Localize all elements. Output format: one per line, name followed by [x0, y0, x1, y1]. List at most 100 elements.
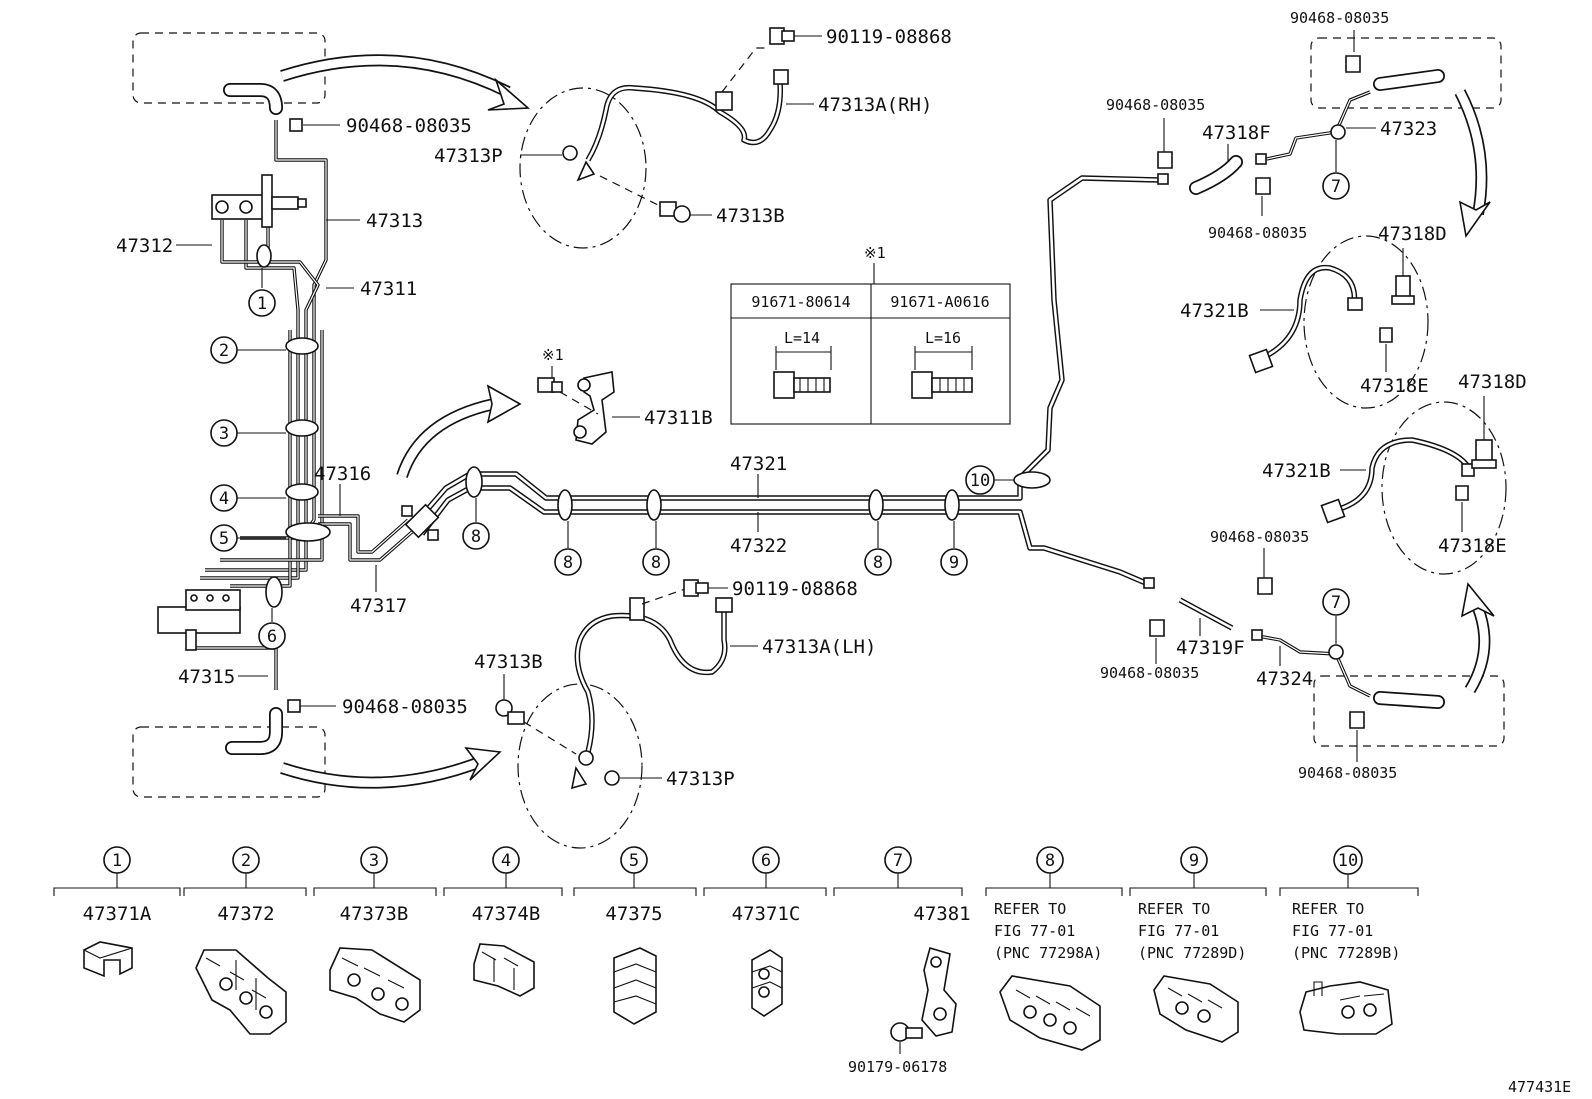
clip-position-8c [646, 489, 662, 521]
fitting-47318D-upper [1391, 275, 1415, 305]
legend-2: 2 47372 [183, 846, 307, 1035]
bolt-47313B-top [659, 201, 691, 223]
legend-part-47381: 47381 [913, 903, 970, 925]
bolt-drawing-l16 [911, 371, 973, 399]
svg-text:5: 5 [219, 529, 229, 549]
detail-box-rear-left [1313, 675, 1505, 747]
mark-8-b: 8 [554, 548, 582, 576]
mark-6: 6 [258, 622, 286, 650]
callout-47318D-lower: 47318D [1458, 371, 1527, 393]
union-joint [401, 503, 440, 541]
callout-47318E-lower: 47318E [1438, 535, 1507, 557]
clip-position-10 [1013, 471, 1051, 489]
bolt-90119-top [769, 27, 795, 45]
legend-part-47371A: 47371A [83, 903, 152, 925]
mark-2: 2 [210, 336, 238, 364]
svg-text:10: 10 [1338, 851, 1358, 871]
callout-47313A-lh: 47313A(LH) [762, 636, 876, 658]
fitting-rh-upper [715, 69, 789, 111]
bracket-47311B [573, 371, 615, 445]
clip-position-8b [557, 489, 573, 521]
mark-7-upper: 7 [1322, 172, 1350, 200]
svg-text:10: 10 [970, 471, 990, 491]
svg-text:4: 4 [501, 851, 511, 871]
callout-47316: 47316 [314, 463, 371, 485]
svg-text:2: 2 [241, 851, 251, 871]
callout-47321B-lower: 47321B [1262, 460, 1331, 482]
svg-text:7: 7 [1331, 593, 1341, 613]
legend-9-line1: REFER TO [1138, 900, 1210, 918]
legend-8-line2: FIG 77-01 [994, 922, 1075, 940]
svg-text:9: 9 [949, 553, 959, 573]
svg-text:7: 7 [893, 851, 903, 871]
callout-47317: 47317 [350, 595, 407, 617]
legend-8: 8 REFER TO FIG 77-01 (PNC 77298A) [985, 846, 1123, 1051]
svg-text:1: 1 [257, 294, 267, 314]
callout-47315: 47315 [178, 666, 235, 688]
bolt-ref1 [537, 377, 563, 393]
clip-90468-top-right [1345, 55, 1361, 73]
callout-90468-below-47318F: 90468-08035 [1208, 224, 1307, 242]
table-part-91671-A0616: 91671-A0616 [890, 293, 989, 311]
callout-47313A-rh: 47313A(RH) [818, 94, 932, 116]
tube-47322 [419, 485, 1150, 587]
clip-47318E-upper [1379, 327, 1393, 343]
legend-1: 1 47371A [53, 846, 181, 978]
figure-id: 477431E [1508, 1078, 1571, 1096]
hose-47313A-lh [574, 610, 728, 753]
legend-part-47375: 47375 [605, 903, 662, 925]
callout-47321B-upper: 47321B [1180, 300, 1249, 322]
callout-ref1-table: ※1 [864, 244, 886, 262]
legend-3: 3 47373B [313, 846, 437, 1023]
tube-47324 [1257, 634, 1371, 698]
mark-5: 5 [210, 524, 238, 552]
callout-90179-06178: 90179-06178 [848, 1058, 947, 1076]
clip-90468-mid-right [1157, 151, 1173, 169]
mark-9: 9 [940, 548, 968, 576]
legend-6: 6 47371C [703, 846, 827, 1017]
bolt-90179-06178 [890, 1022, 923, 1042]
callout-47313P-top: 47313P [434, 145, 503, 167]
arrow-to-bracket [396, 398, 496, 478]
svg-text:4: 4 [219, 489, 229, 509]
callout-47321: 47321 [730, 453, 787, 475]
rear-upper-hose-detail [1303, 235, 1429, 409]
clip-90468-bottom-right [1349, 711, 1365, 729]
clip-47313P-top [562, 145, 596, 182]
rh-hose-detail-outline [519, 87, 647, 249]
callout-47313B-top: 47313B [716, 205, 785, 227]
callout-90119-08868-bottom: 90119-08868 [732, 578, 858, 600]
detail-box-rear-right [1310, 37, 1502, 109]
callout-47323: 47323 [1380, 118, 1437, 140]
callout-47318F: 47318F [1202, 122, 1271, 144]
clip-47313P-bottom [570, 750, 620, 790]
table-length-16: L=16 [925, 329, 961, 347]
svg-text:5: 5 [629, 851, 639, 871]
callout-47324: 47324 [1256, 668, 1313, 690]
mark-3: 3 [210, 419, 238, 447]
bolt-90119-bottom [683, 579, 709, 597]
callout-47318D-upper: 47318D [1378, 223, 1447, 245]
clip-position-4 [285, 483, 319, 501]
callout-47311B: 47311B [644, 407, 713, 429]
legend-part-47374B: 47374B [472, 903, 541, 925]
svg-text:8: 8 [873, 553, 883, 573]
tube-47321 [417, 175, 1161, 520]
bolt-drawing-l14 [773, 371, 831, 399]
svg-text:2: 2 [219, 341, 229, 361]
clip-90468-above-47324 [1257, 577, 1273, 595]
callout-47319F: 47319F [1176, 637, 1245, 659]
svg-text:7: 7 [1331, 177, 1341, 197]
legend-7: 7 47381 90179-06178 [833, 846, 971, 1076]
svg-text:3: 3 [219, 424, 229, 444]
mark-1: 1 [248, 289, 276, 317]
svg-text:9: 9 [1189, 851, 1199, 871]
mark-8-d: 8 [864, 548, 892, 576]
callout-47318E-upper: 47318E [1360, 375, 1429, 397]
fitting-lh-upper [629, 597, 733, 621]
clip-90468-bottom-left [287, 699, 336, 713]
svg-text:8: 8 [563, 553, 573, 573]
clip-position-8a [465, 466, 483, 498]
callout-90468-bottom-left: 90468-08035 [342, 696, 468, 718]
